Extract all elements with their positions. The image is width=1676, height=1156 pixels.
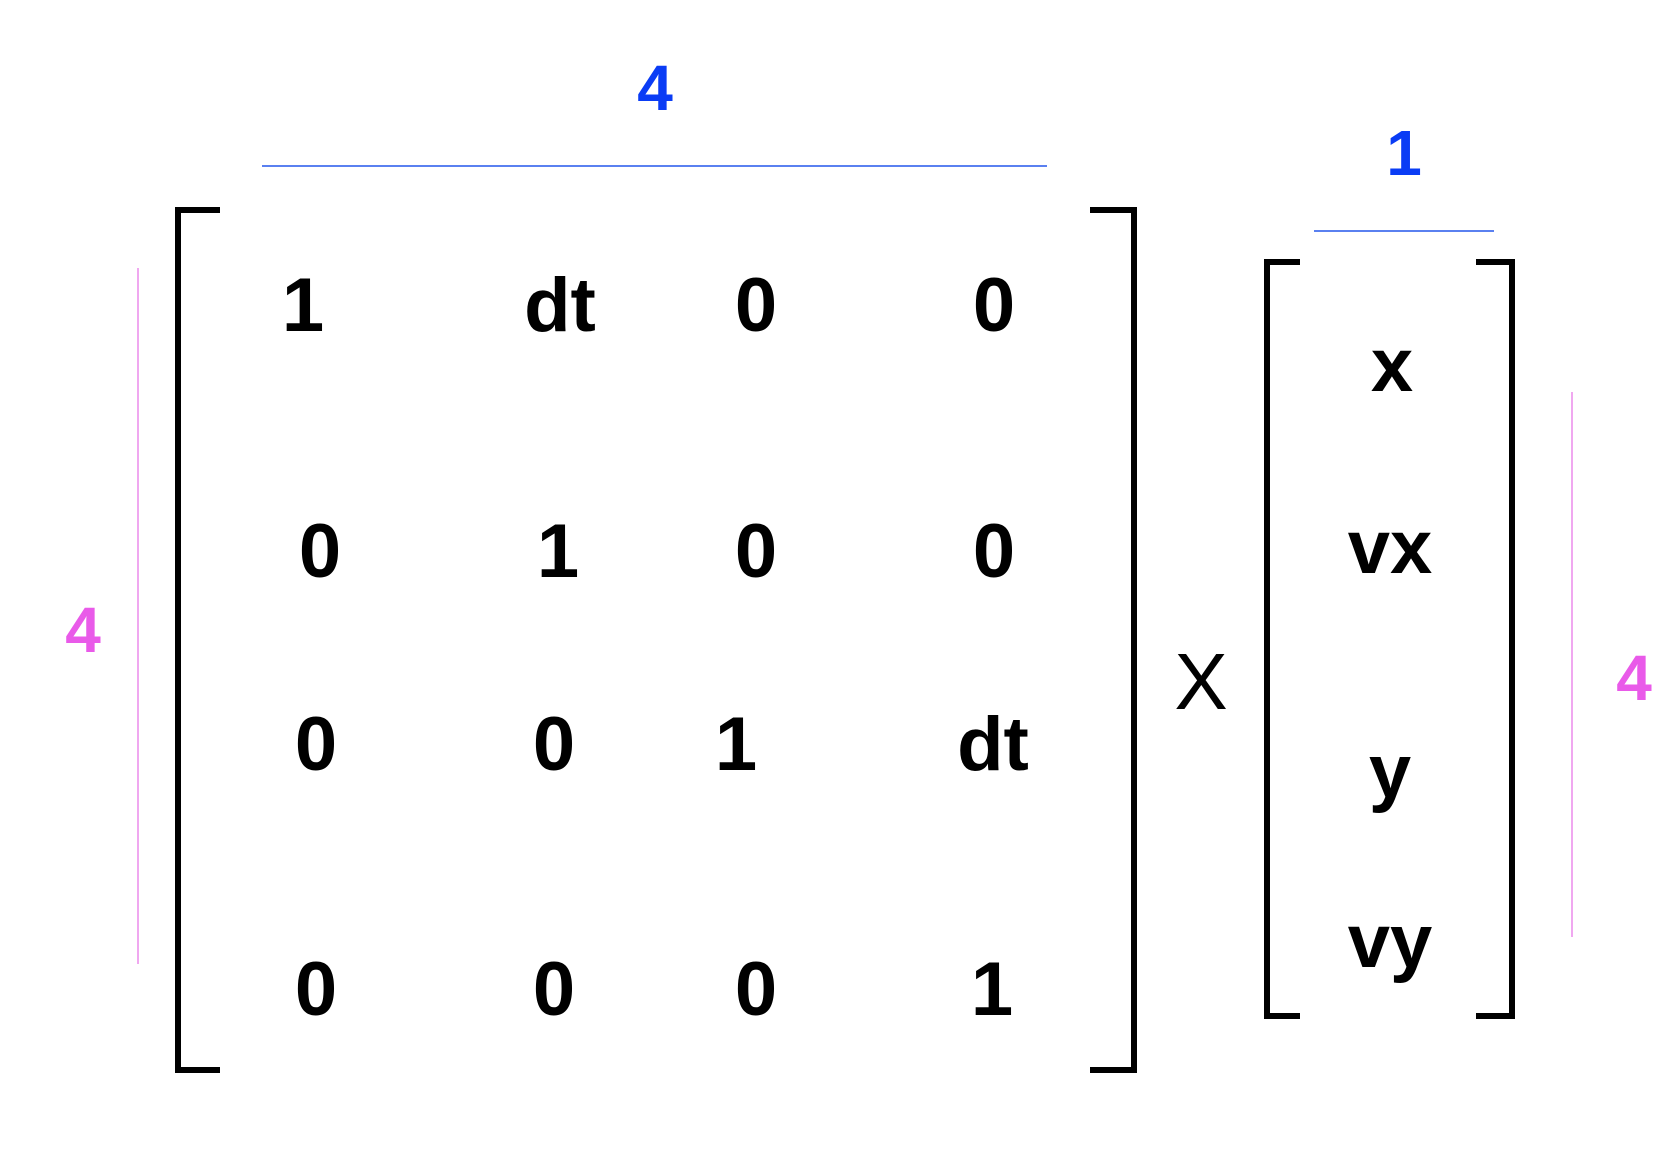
vector-left-bracket bbox=[1264, 259, 1300, 1019]
vector-columns-label: 1 bbox=[1386, 117, 1422, 189]
matrix-left-bracket bbox=[175, 207, 220, 1073]
vector-rows-line bbox=[1571, 392, 1573, 937]
vector-right-bracket bbox=[1476, 259, 1515, 1019]
multiply-operator: X bbox=[1174, 637, 1228, 726]
vector-entry-x: x bbox=[1370, 323, 1414, 408]
matrix-cell-r1-c4: 0 bbox=[972, 263, 1016, 348]
vector-rows-label: 4 bbox=[1616, 642, 1652, 714]
matrix-cell-r2-c3: 0 bbox=[734, 509, 778, 594]
vector-entry-y: y bbox=[1368, 729, 1412, 814]
matrix-cell-r3-c4: dt bbox=[957, 702, 1029, 787]
matrix-cell-r3-c1: 0 bbox=[294, 702, 338, 787]
matrix-rows-line bbox=[137, 268, 139, 964]
vector-entry-vy: vy bbox=[1347, 899, 1433, 984]
vector-entry-vx: vx bbox=[1347, 505, 1433, 590]
matrix-columns-line bbox=[262, 165, 1047, 167]
matrix-cell-r2-c4: 0 bbox=[972, 509, 1016, 594]
matrix-columns-label: 4 bbox=[637, 52, 673, 124]
vector-columns-line bbox=[1314, 230, 1494, 232]
matrix-cell-r4-c1: 0 bbox=[294, 947, 338, 1032]
matrix-rows-label: 4 bbox=[65, 594, 101, 666]
matrix-cell-r3-c3: 1 bbox=[714, 702, 758, 787]
matrix-cell-r4-c4: 1 bbox=[970, 947, 1014, 1032]
matrix-cell-r3-c2: 0 bbox=[532, 702, 576, 787]
matrix-cell-r2-c1: 0 bbox=[298, 509, 342, 594]
matrix-cell-r1-c3: 0 bbox=[734, 263, 778, 348]
matrix-cell-r4-c2: 0 bbox=[532, 947, 576, 1032]
matrix-cell-r1-c1: 1 bbox=[281, 263, 325, 348]
matrix-cell-r1-c2: dt bbox=[524, 263, 596, 348]
matrix-right-bracket bbox=[1090, 207, 1137, 1073]
matrix-cell-r2-c2: 1 bbox=[536, 509, 580, 594]
matrix-cell-r4-c3: 0 bbox=[734, 947, 778, 1032]
